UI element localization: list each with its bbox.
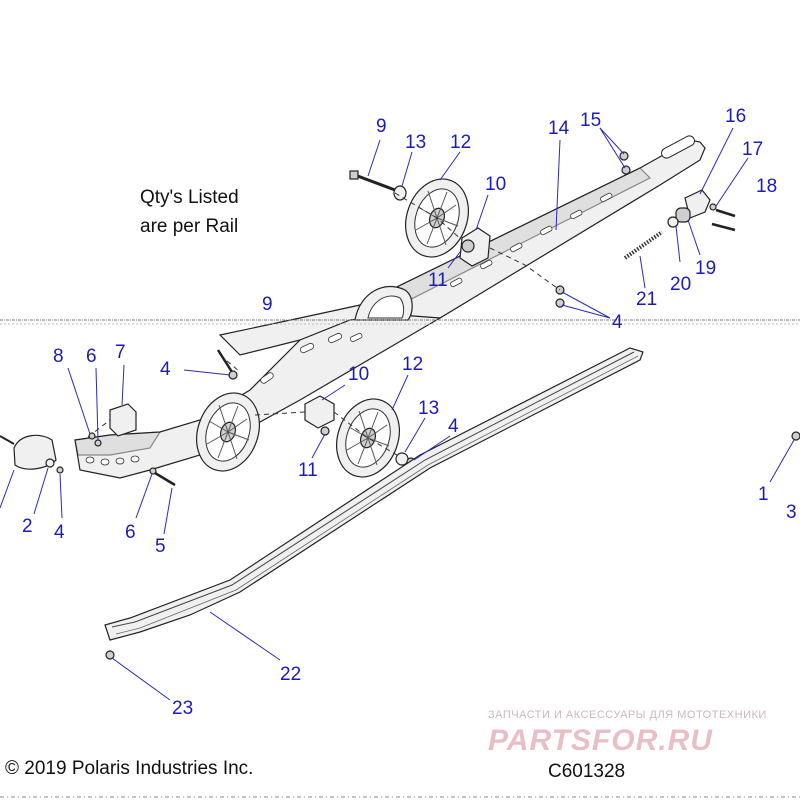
callout-15: 15 bbox=[580, 110, 601, 131]
note-line-1: Qty's Listed bbox=[140, 187, 239, 208]
callout-10-lower: 10 bbox=[348, 364, 369, 385]
callout-4-upper: 4 bbox=[612, 312, 623, 333]
callout-21: 21 bbox=[636, 289, 657, 310]
callout-9-lower: 9 bbox=[262, 294, 273, 315]
quantity-note: Qty's Listed are per Rail bbox=[140, 187, 239, 237]
callout-23: 23 bbox=[172, 698, 193, 719]
callout-3: 3 bbox=[786, 502, 797, 523]
callout-4-mid: 4 bbox=[160, 359, 171, 380]
slide-wear-strip bbox=[104, 347, 644, 660]
callout-4-left: 4 bbox=[54, 522, 65, 543]
front-idler-wheel bbox=[196, 392, 260, 472]
watermark-brand: PARTSFOR.RU bbox=[488, 724, 713, 757]
callout-12-upper: 12 bbox=[450, 132, 471, 153]
callout-12-lower: 12 bbox=[402, 354, 423, 375]
scan-divider bbox=[0, 319, 800, 798]
lower-axle-bracket bbox=[304, 395, 335, 436]
callout-18: 18 bbox=[756, 176, 777, 197]
callout-13-lower: 13 bbox=[418, 398, 439, 419]
callout-19: 19 bbox=[695, 258, 716, 279]
callout-22: 22 bbox=[280, 664, 301, 685]
leader-lines bbox=[0, 127, 795, 701]
note-line-2: are per Rail bbox=[140, 216, 238, 237]
callout-20: 20 bbox=[670, 274, 691, 295]
rear-fasteners bbox=[555, 151, 736, 308]
callouts: 9 13 12 14 15 16 17 18 10 11 19 20 21 4 … bbox=[22, 106, 797, 719]
lower-idler-wheel bbox=[336, 398, 400, 478]
callout-7: 7 bbox=[115, 342, 126, 363]
callout-6-top: 6 bbox=[86, 346, 97, 367]
callout-5: 5 bbox=[155, 536, 166, 557]
upper-axle-bracket bbox=[459, 227, 491, 267]
figure-code: C601328 bbox=[548, 761, 625, 782]
callout-10-upper: 10 bbox=[485, 174, 506, 195]
callout-9-upper: 9 bbox=[376, 116, 387, 137]
callout-4-right: 4 bbox=[448, 416, 459, 437]
watermark-tagline: ЗАПЧАСТИ И АКСЕССУАРЫ ДЛЯ МОТОТЕХНИКИ bbox=[488, 709, 767, 721]
mid-idler-wheel bbox=[354, 285, 413, 321]
callout-6-bottom: 6 bbox=[125, 522, 136, 543]
callout-16: 16 bbox=[725, 106, 746, 127]
callout-11-lower: 11 bbox=[298, 460, 318, 481]
callout-14: 14 bbox=[548, 118, 570, 139]
watermark: ЗАПЧАСТИ И АКСЕССУАРЫ ДЛЯ МОТОТЕХНИКИ PA… bbox=[488, 709, 767, 757]
callout-8: 8 bbox=[53, 346, 64, 367]
callout-2: 2 bbox=[22, 516, 33, 537]
lower-rail bbox=[74, 314, 442, 479]
callout-1: 1 bbox=[758, 484, 769, 505]
callout-17: 17 bbox=[742, 139, 763, 160]
callout-13-upper: 13 bbox=[405, 132, 426, 153]
callout-11-upper: 11 bbox=[428, 270, 448, 291]
upper-bolt-and-washer bbox=[349, 170, 407, 201]
copyright-text: © 2019 Polaris Industries Inc. bbox=[5, 758, 253, 779]
upper-rail bbox=[218, 135, 706, 356]
